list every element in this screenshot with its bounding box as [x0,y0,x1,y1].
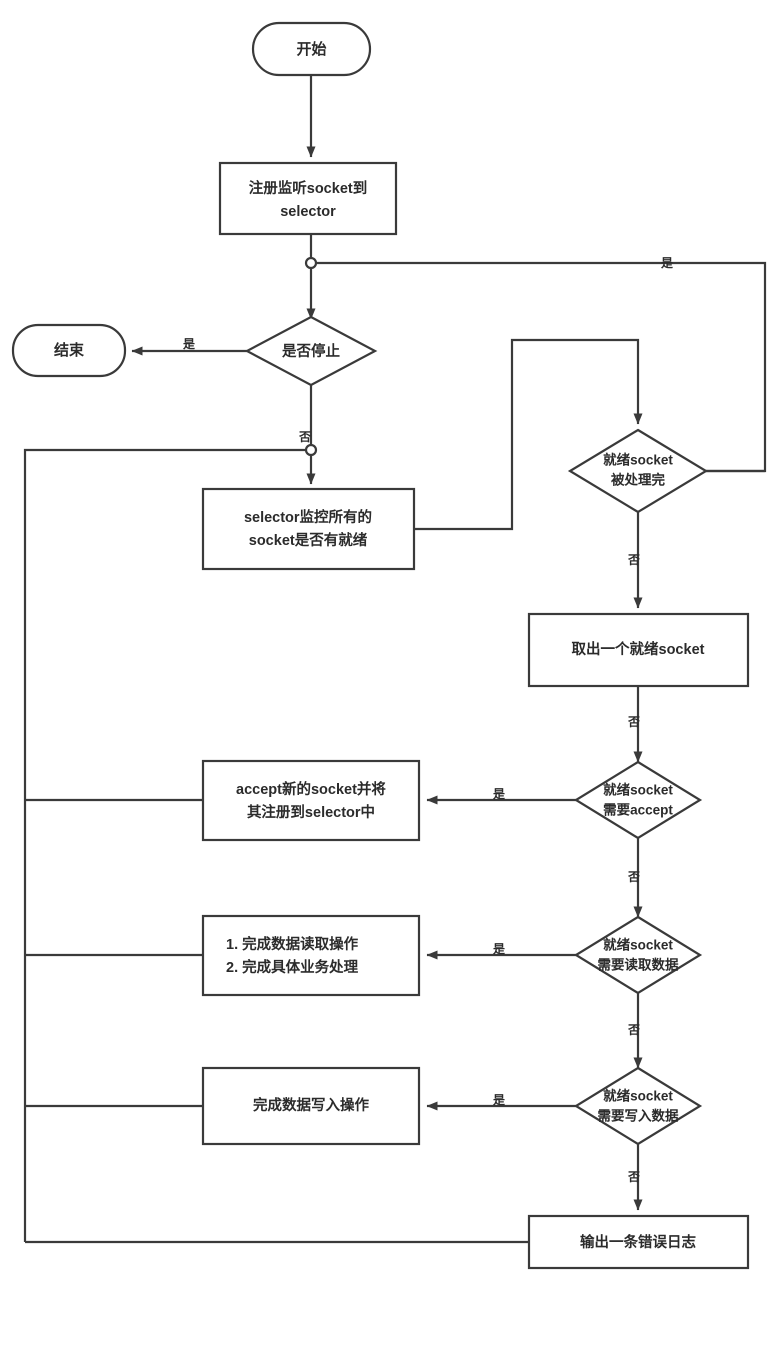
edge-label-write-no: 否 [627,1170,640,1184]
node-check-stop[interactable]: 是否停止 [244,315,378,387]
node-need-write-line2: 需要写入数据 [598,1108,679,1124]
node-selector-monitor-line2: socket是否有就绪 [249,531,368,549]
node-need-read[interactable]: 就绪socket 需要读取数据 [573,915,703,995]
node-need-accept-line2: 需要accept [603,802,673,818]
node-do-read-line2: 2. 完成具体业务处理 [226,958,359,976]
node-register-line2: selector [280,204,336,220]
edge-label-read-yes: 是 [492,942,506,956]
node-do-accept-line1: accept新的socket并将 [236,780,386,798]
node-check-stop-label: 是否停止 [281,342,340,360]
node-need-write[interactable]: 就绪socket 需要写入数据 [573,1066,703,1146]
node-error-log-label: 输出一条错误日志 [580,1233,696,1251]
edge-label-stop-yes: 是 [182,337,196,351]
node-need-accept[interactable]: 就绪socket 需要accept [573,760,703,840]
node-start-label: 开始 [296,40,326,58]
node-register[interactable]: 注册监听socket到 selector [218,161,398,236]
node-start[interactable]: 开始 [251,21,372,77]
junction-dot-loopback-top [304,256,318,270]
node-error-log[interactable]: 输出一条错误日志 [527,1214,750,1270]
node-take-one-label: 取出一个就绪socket [572,640,705,658]
node-need-read-line1: 就绪socket [603,937,673,953]
edge-label-write-yes: 是 [492,1093,506,1107]
node-all-processed[interactable]: 就绪socket 被处理完 [567,428,709,514]
node-do-read-line1: 1. 完成数据读取操作 [226,935,359,953]
node-do-write[interactable]: 完成数据写入操作 [201,1066,421,1146]
edge-label-take-one-no: 否 [627,715,640,729]
node-need-read-line2: 需要读取数据 [598,957,679,973]
node-do-accept-line2: 其注册到selector中 [247,803,375,821]
node-need-accept-line1: 就绪socket [603,782,673,798]
edge-left-feedback-rail [23,448,311,1242]
edge-selector-monitor-to-all-processed [414,338,643,531]
node-register-line1: 注册监听socket到 [249,179,367,197]
edge-label-loop-back-yes: 是 [660,256,674,270]
node-selector-monitor-line1: selector监控所有的 [244,508,372,526]
node-all-processed-line2: 被处理完 [611,472,665,488]
edge-loopback-top-rail [311,261,767,473]
edge-label-stop-no: 否 [298,430,311,444]
node-end[interactable]: 结束 [11,323,127,378]
node-take-one[interactable]: 取出一个就绪socket [527,612,750,688]
node-all-processed-line1: 就绪socket [603,452,673,468]
node-do-write-label: 完成数据写入操作 [253,1096,369,1114]
edge-label-read-no: 否 [627,1023,640,1037]
node-need-write-line1: 就绪socket [603,1088,673,1104]
node-do-read[interactable]: 1. 完成数据读取操作 2. 完成具体业务处理 [201,914,421,997]
node-end-label: 结束 [54,341,85,359]
node-selector-monitor[interactable]: selector监控所有的 socket是否有就绪 [201,487,416,571]
junction-dot-left-feedback [304,443,318,457]
edge-label-accept-no: 否 [627,870,640,884]
node-do-accept[interactable]: accept新的socket并将 其注册到selector中 [201,759,421,842]
edge-label-all-processed-no: 否 [627,553,640,567]
edge-label-accept-yes: 是 [492,787,506,801]
